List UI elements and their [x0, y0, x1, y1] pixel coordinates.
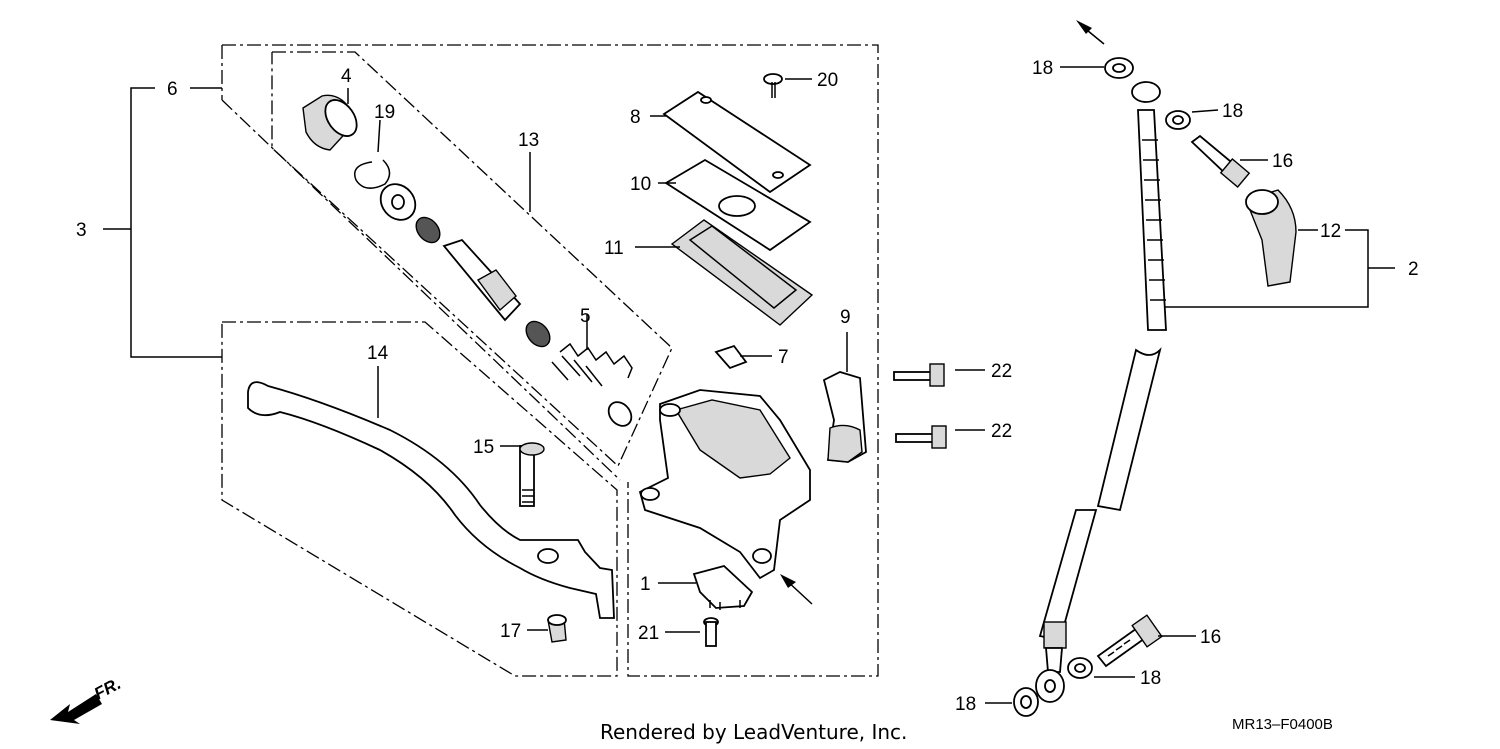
callout-13: 13 — [518, 130, 539, 151]
plate-10 — [664, 158, 812, 252]
master-cylinder-body — [638, 389, 811, 580]
cover-12 — [1245, 189, 1297, 287]
callout-17: 17 — [500, 621, 521, 642]
circlip-19 — [354, 119, 391, 189]
washer — [379, 183, 417, 221]
callout-22-a: 22 — [991, 361, 1012, 382]
banjo-bolt-16-upper — [1190, 134, 1251, 188]
spring-5 — [551, 315, 633, 427]
piston — [415, 216, 551, 348]
brake-lever-14 — [247, 366, 615, 619]
callout-2: 2 — [1408, 259, 1419, 280]
callout-15: 15 — [473, 437, 494, 458]
clip-7 — [714, 344, 748, 370]
callout-3: 3 — [76, 220, 87, 241]
front-direction-marker: FR. — [50, 674, 124, 724]
callout-4: 4 — [341, 66, 352, 87]
callout-9: 9 — [840, 307, 851, 328]
cap-8 — [662, 90, 812, 194]
screw-20 — [763, 73, 783, 98]
brake-hose-2 — [1013, 20, 1191, 717]
callout-19: 19 — [374, 102, 395, 123]
nut-17 — [547, 614, 567, 643]
callout-labels: 1 2 3 4 5 6 7 8 9 10 11 12 13 14 15 16 1… — [76, 58, 1419, 715]
callout-8: 8 — [630, 107, 641, 128]
screw-21 — [703, 617, 719, 647]
callout-6: 6 — [167, 79, 178, 100]
pivot-bolt-15 — [519, 442, 545, 507]
diaphragm-11 — [670, 219, 814, 326]
callout-7: 7 — [778, 347, 789, 368]
callout-18-c: 18 — [1140, 668, 1161, 689]
boot-4 — [302, 88, 358, 151]
holder-9 — [822, 371, 867, 463]
diagram-code: MR13–F0400B — [1232, 716, 1333, 733]
bolts-22 — [893, 363, 947, 449]
callout-16-lower: 16 — [1200, 627, 1221, 648]
arrow-in — [780, 574, 813, 605]
callout-10: 10 — [630, 174, 651, 195]
callout-1: 1 — [640, 574, 651, 595]
callout-5: 5 — [580, 306, 591, 327]
callout-20: 20 — [817, 70, 838, 91]
render-credit: Rendered by LeadVenture, Inc. — [600, 720, 907, 744]
callout-22-b: 22 — [991, 421, 1012, 442]
callout-11: 11 — [604, 238, 624, 259]
callout-16-upper: 16 — [1272, 151, 1293, 172]
front-arrow-icon — [50, 694, 102, 724]
brake-switch-1 — [692, 565, 754, 610]
callout-21: 21 — [638, 623, 659, 644]
banjo-bolt-16-lower — [1096, 614, 1163, 668]
assembly-outlines — [103, 44, 1395, 677]
callout-18-a: 18 — [1032, 58, 1053, 79]
leader-lines — [500, 66, 1268, 704]
callout-18-b: 18 — [1222, 101, 1243, 122]
callout-18-d: 18 — [955, 694, 976, 715]
callout-14: 14 — [367, 343, 389, 364]
callout-12: 12 — [1320, 221, 1341, 242]
